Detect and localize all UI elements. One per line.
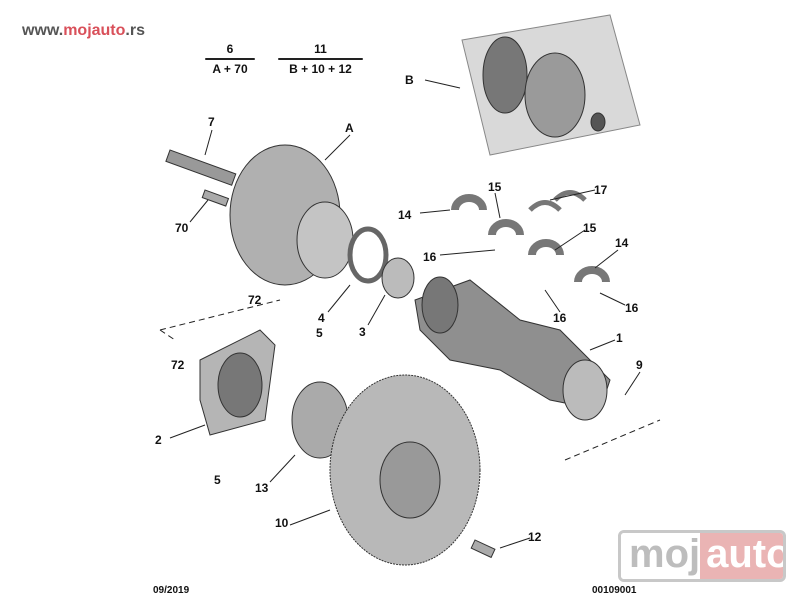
group-number: 11 <box>314 42 327 56</box>
seal-4 <box>347 226 389 284</box>
damper-pulley-hub <box>296 201 354 279</box>
callout-B: B <box>405 73 414 87</box>
callout-16: 16 <box>423 250 437 264</box>
callout-5: 5 <box>214 473 221 487</box>
callout-72: 72 <box>248 293 262 307</box>
callout-2: 2 <box>155 433 162 447</box>
group-composition: B + 10 + 12 <box>289 62 352 76</box>
watermark-part1: moj <box>621 533 701 579</box>
callout-12: 12 <box>528 530 542 544</box>
callout-17: 17 <box>594 183 608 197</box>
pressure-plate <box>524 52 586 138</box>
footer-reference: 00109001 <box>592 585 637 596</box>
release-bearing <box>590 112 606 132</box>
callout-A: A <box>345 121 354 135</box>
group-composition: A + 70 <box>212 62 248 76</box>
axis-lines <box>159 299 661 461</box>
callout-72: 72 <box>171 358 185 372</box>
group-number: 6 <box>226 42 234 56</box>
callout-5: 5 <box>316 326 323 340</box>
clutch-disc <box>482 36 528 114</box>
callout-4: 4 <box>318 311 325 325</box>
callout-9: 9 <box>636 358 643 372</box>
thrust-washers <box>528 190 587 212</box>
crank-flange <box>562 359 608 421</box>
bolt-70 <box>201 189 230 207</box>
callout-15: 15 <box>488 180 502 194</box>
crank-gear <box>421 276 459 334</box>
group-11: 11 B + 10 + 12 <box>278 42 363 76</box>
callout-14: 14 <box>398 208 412 222</box>
callout-70: 70 <box>175 221 189 235</box>
callout-1: 1 <box>616 331 623 345</box>
callout-16: 16 <box>625 301 639 315</box>
bolt-12 <box>470 539 496 559</box>
callout-15: 15 <box>583 221 597 235</box>
callout-16: 16 <box>553 311 567 325</box>
seal-housing-ring <box>217 352 263 418</box>
callout-7: 7 <box>208 115 215 129</box>
bolt-7 <box>165 149 237 186</box>
bearing-shells <box>451 194 610 283</box>
watermark-part2: auto <box>700 533 783 579</box>
url-suffix: .rs <box>125 22 145 39</box>
leader-lines <box>169 79 641 549</box>
callout-3: 3 <box>359 325 366 339</box>
site-url[interactable]: www.mojauto.rs <box>22 22 145 40</box>
url-prefix: www. <box>22 22 64 39</box>
flywheel-hub <box>379 441 441 519</box>
callout-13: 13 <box>255 481 269 495</box>
footer-date: 09/2019 <box>153 585 190 596</box>
url-brand: mojauto <box>63 22 126 39</box>
sprocket-3 <box>381 257 415 299</box>
group-6: 6 A + 70 <box>205 42 255 76</box>
callout-10: 10 <box>275 516 289 530</box>
callout-14: 14 <box>615 236 629 250</box>
